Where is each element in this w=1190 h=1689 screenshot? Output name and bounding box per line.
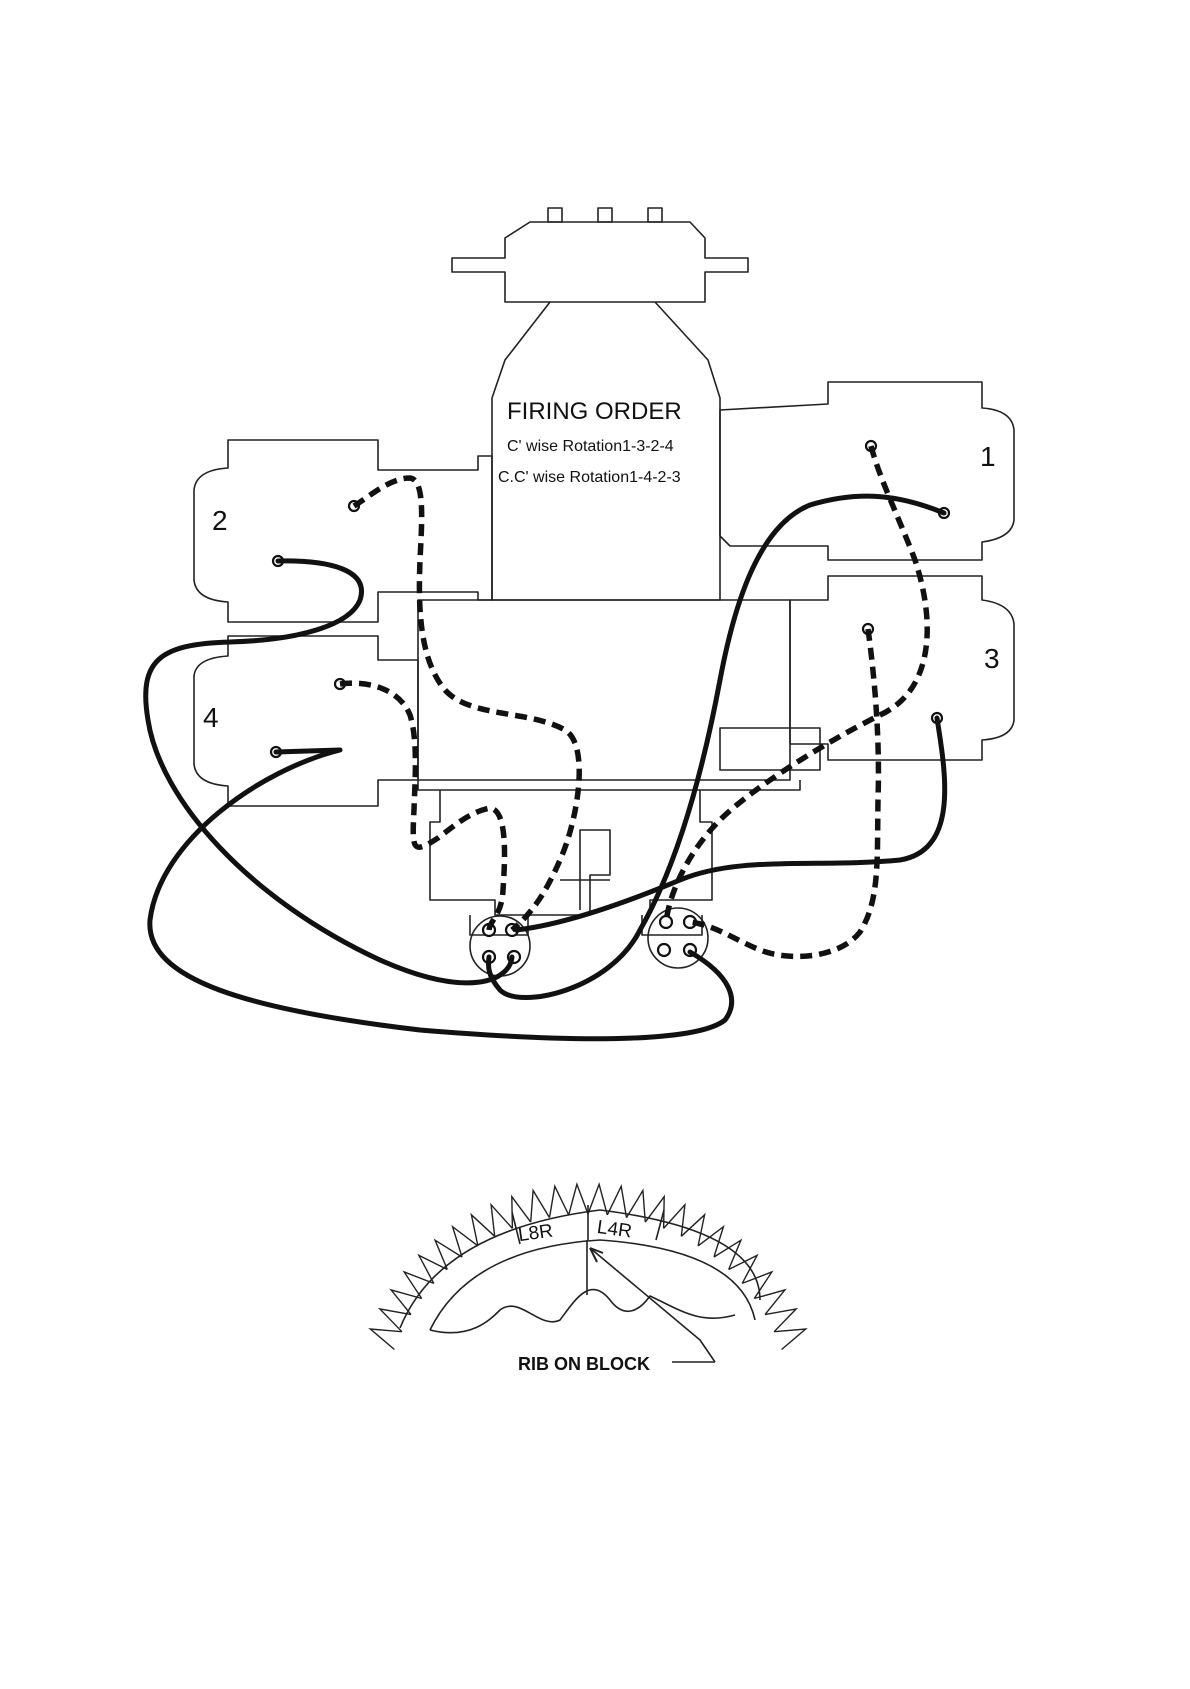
cylinder-4-label: 4 xyxy=(203,702,219,733)
cylinder-2: 2 xyxy=(194,440,492,622)
timing-indicator: L8R L4R RIB ON BLOCK xyxy=(370,1184,805,1374)
firing-order-clockwise: C' wise Rotation1-3-2-4 xyxy=(507,438,674,455)
wire-dashed-1 xyxy=(666,446,927,922)
flywheel-tooth xyxy=(765,1309,796,1332)
flywheel-tooth xyxy=(774,1329,806,1350)
flywheel-tooth xyxy=(664,1205,685,1237)
cylinder-1: 1 xyxy=(720,382,1014,560)
firing-order-title: FIRING ORDER xyxy=(507,398,682,425)
cylinder-4: 4 xyxy=(194,636,418,806)
firing-order-label: FIRING ORDER C' wise Rotation1-3-2-4 C.C… xyxy=(498,398,682,486)
cylinder-3-label: 3 xyxy=(984,643,1000,674)
wire-solid-2 xyxy=(146,561,512,983)
flywheel-tooth xyxy=(569,1184,588,1215)
cylinder-2-label: 2 xyxy=(212,505,228,536)
flywheel-tooth xyxy=(370,1329,402,1350)
flywheel-tooth xyxy=(391,1290,422,1315)
ignition-wires-solid xyxy=(146,496,945,1039)
flywheel-tooth xyxy=(471,1215,494,1246)
cylinder-1-label: 1 xyxy=(980,441,996,472)
firing-order-counterclockwise: C.C' wise Rotation1-4-2-3 xyxy=(498,469,681,486)
carburetor xyxy=(452,208,748,302)
flywheel-tooth xyxy=(531,1191,550,1223)
flywheel-tooth xyxy=(380,1309,411,1332)
timing-mark-right: L4R xyxy=(596,1217,633,1243)
wire-dashed-2 xyxy=(354,478,579,930)
distributor-cap-left xyxy=(470,916,530,976)
cylinder-3: 3 xyxy=(790,576,1014,760)
ignition-wires-dashed xyxy=(340,446,927,956)
timing-mark-left: L8R xyxy=(517,1221,554,1247)
flywheel-tooth xyxy=(645,1197,664,1229)
rib-on-block-label: RIB ON BLOCK xyxy=(518,1354,650,1374)
flywheel-tooth xyxy=(550,1186,569,1217)
spark-plug-terminals xyxy=(271,441,949,757)
